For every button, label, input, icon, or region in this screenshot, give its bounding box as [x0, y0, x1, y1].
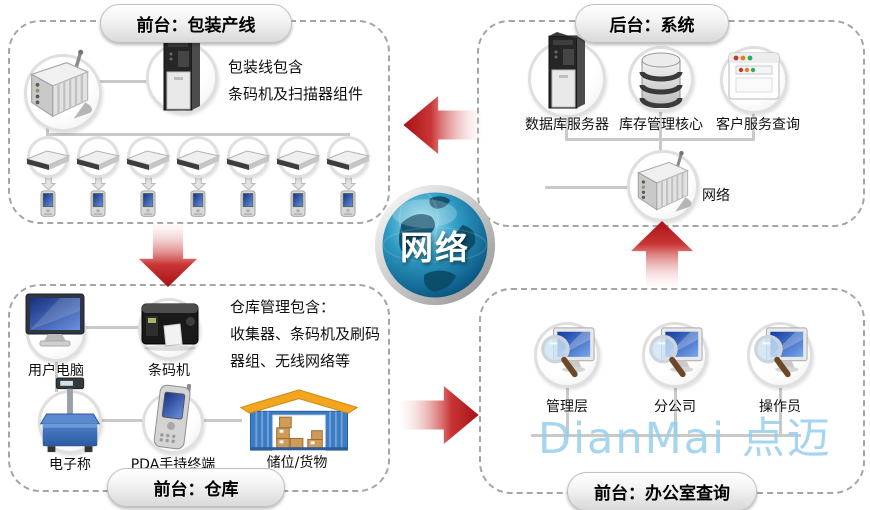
warehouse-note: 仓库管理包含： 收集器、条码机及刷码 器组、无线网络等	[230, 294, 380, 375]
flow-arrow-right-icon	[399, 386, 479, 444]
scanner-pda-unit	[125, 136, 171, 218]
flow-arrow-down-icon	[138, 223, 198, 287]
query-computer-icon	[541, 327, 595, 378]
connector-line	[84, 326, 140, 329]
scanner-icon	[275, 136, 321, 178]
scanner-pda-unit	[225, 136, 271, 218]
barcode-printer-icon	[141, 303, 199, 351]
scanner-pda-unit	[325, 136, 371, 218]
office-item-label: 操作员	[759, 399, 801, 415]
packaging-box-title: 前台：包装产线	[100, 4, 292, 43]
connector-line	[752, 110, 755, 140]
connector-line	[98, 80, 150, 83]
browser-window-icon	[728, 52, 780, 100]
down-arrow-icon	[140, 176, 156, 190]
watermark: DianMai 点迈	[538, 414, 832, 464]
wireless-router-icon	[637, 150, 692, 212]
connector-line	[202, 419, 242, 422]
down-arrow-icon	[190, 176, 206, 190]
wireless-router-icon	[30, 49, 93, 119]
warehouse-note-line1: 仓库管理包含：	[230, 298, 336, 316]
query-computer-icon	[754, 327, 808, 378]
warehouse-item-label: 储位/货物	[266, 455, 328, 471]
pda-icon	[140, 190, 156, 217]
scanner-icon	[125, 136, 171, 178]
backend-item-label: 客户服务查询	[716, 117, 800, 133]
scanner-pda-unit	[75, 136, 121, 218]
backend-item-label: 库存管理核心	[619, 117, 703, 133]
connector-line	[674, 386, 677, 436]
down-arrow-icon	[290, 176, 306, 190]
backend-router-label: 网络	[702, 188, 730, 204]
connector-line	[779, 386, 782, 436]
warehouse-icon	[240, 389, 358, 451]
flow-arrow-left-icon	[403, 96, 483, 154]
packaging-note-line2: 条码机及扫描器组件	[228, 85, 364, 103]
server-tower-icon	[163, 34, 200, 111]
office-item-label: 分公司	[654, 399, 696, 415]
packaging-note: 包装线包含 条码机及扫描器组件	[228, 54, 363, 108]
down-arrow-icon	[240, 176, 256, 190]
globe-label: 网络	[400, 228, 470, 267]
pda-icon	[240, 190, 256, 217]
warehouse-item-label: 用户电脑	[28, 363, 84, 379]
pda-icon	[340, 190, 356, 217]
connector-line	[659, 110, 662, 140]
down-arrow-icon	[90, 176, 106, 190]
packaging-note-line1: 包装线包含	[228, 58, 304, 76]
warehouse-box-title: 前台：仓库	[107, 468, 285, 507]
scanner-pda-unit	[175, 136, 221, 218]
office-item-label: 管理层	[546, 399, 588, 415]
globe-icon	[374, 184, 496, 306]
scanner-icon	[225, 136, 271, 178]
query-computer-icon	[649, 327, 703, 378]
server-tower-icon	[548, 32, 585, 109]
down-arrow-icon	[340, 176, 356, 190]
pda-handheld-icon	[153, 383, 192, 450]
bus-line	[46, 133, 350, 136]
database-icon	[639, 52, 683, 108]
backend-item-label: 数据库服务器	[525, 117, 609, 133]
scanner-icon	[175, 136, 221, 178]
connector-line	[100, 419, 144, 422]
connector-line	[55, 360, 58, 392]
pda-icon	[290, 190, 306, 217]
down-arrow-icon	[40, 176, 56, 190]
backend-box-title: 后台：系统	[575, 4, 729, 43]
monitor-icon	[25, 293, 85, 347]
connector-line	[545, 186, 631, 189]
warehouse-item-label: 条码机	[148, 363, 190, 379]
connector-line	[659, 138, 662, 160]
scale-icon	[39, 377, 101, 453]
network-globe: 网络	[373, 183, 497, 307]
scanner-pda-unit	[275, 136, 321, 218]
connector-line	[566, 386, 569, 436]
scanner-pda-unit	[25, 136, 71, 218]
flow-arrow-up-icon	[630, 221, 694, 287]
pda-icon	[40, 190, 56, 217]
warehouse-item-label: 电子称	[49, 457, 91, 473]
pda-icon	[190, 190, 206, 217]
connector-line	[565, 110, 568, 140]
bus-line	[531, 434, 801, 437]
scanner-icon	[325, 136, 371, 178]
pda-icon	[90, 190, 106, 217]
warehouse-note-line3: 器组、无线网络等	[230, 352, 351, 370]
office-box-title: 前台：办公室查询	[567, 472, 757, 510]
scanner-icon	[25, 136, 71, 178]
warehouse-note-line2: 收集器、条码机及刷码	[230, 325, 381, 343]
scanner-icon	[75, 136, 121, 178]
